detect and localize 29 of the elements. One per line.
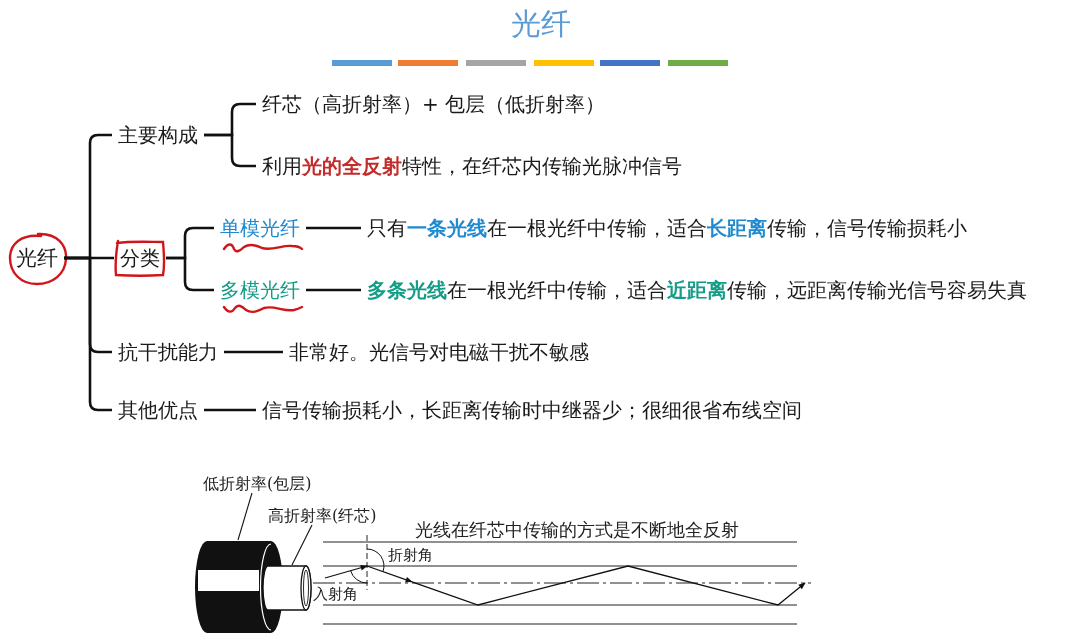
branch-topic: 抗干扰能力 xyxy=(112,340,224,364)
subtopic: 单模光纤 xyxy=(214,216,306,240)
connector-line xyxy=(306,226,361,230)
callout-label: 低折射率(包层) xyxy=(202,475,313,493)
connector-line xyxy=(166,256,214,292)
branch-topic: 主要构成 xyxy=(112,123,204,147)
connector-line xyxy=(204,408,256,412)
subtopic: 多模光纤 xyxy=(214,278,306,302)
connector-line xyxy=(224,350,283,354)
root-topic: 光纤 xyxy=(10,246,64,270)
callout-label: 高折射率(纤芯) xyxy=(267,507,378,525)
connector-line xyxy=(306,288,361,292)
angle-label: 入射角 xyxy=(313,585,358,603)
detail-text: 利用光的全反射特性，在纤芯内传输光脉冲信号 xyxy=(256,154,688,178)
leader-line xyxy=(237,492,253,541)
leader-line xyxy=(291,524,313,566)
detail-text: 纤芯（高折射率）+ 包层（低折射率） xyxy=(256,92,612,116)
core-cylinder xyxy=(263,565,311,611)
description-text: 多条光线在一根光纤中传输，适合近距离传输，远距离传输光信号容易失真 xyxy=(361,278,1033,302)
page-title: 光纤 xyxy=(511,6,571,42)
description-text: 只有一条光线在一根光纤中传输，适合长距离传输，信号传输损耗小 xyxy=(361,216,973,240)
branch-topic: 其他优点 xyxy=(112,398,204,422)
description-text: 非常好。光信号对电磁干扰不敏感 xyxy=(283,340,595,364)
angle-label: 折射角 xyxy=(388,546,433,564)
connector-line xyxy=(204,133,256,168)
diagram-caption: 光线在纤芯中传输的方式是不断地全反射 xyxy=(415,521,739,539)
description-text: 信号传输损耗小，长距离传输时中继器少；很细很省布线空间 xyxy=(256,398,808,422)
connector-line xyxy=(64,256,112,412)
branch-topic: 分类 xyxy=(114,246,166,270)
